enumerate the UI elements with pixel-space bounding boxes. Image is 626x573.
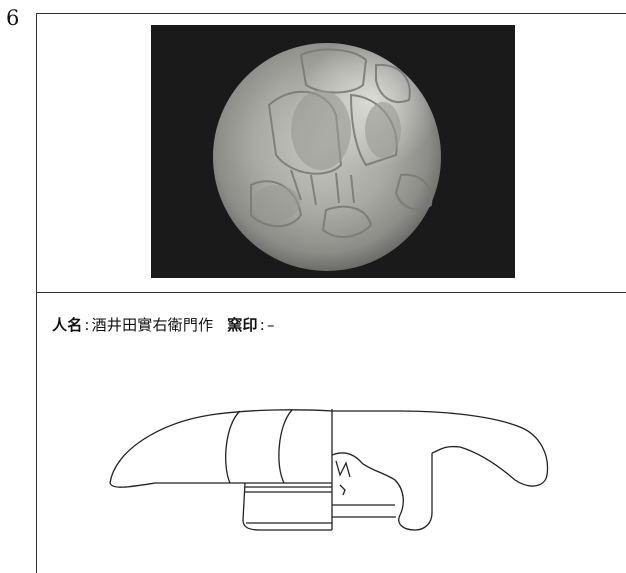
caption: 人名:酒井田實右衛門作窯印:– [52, 314, 275, 335]
lid-photo-image [151, 25, 515, 278]
figure-frame [36, 13, 626, 573]
kiln-mark-value: – [266, 316, 275, 334]
lid-inner-arc-1 [225, 410, 241, 484]
lid-photo [151, 25, 515, 278]
kiln-mark-label: 窯印 [227, 316, 258, 334]
lid-lower-edge-left [109, 482, 332, 488]
lid-outer-profile [109, 409, 549, 487]
section-divider [36, 292, 626, 293]
lid-inner-arc-2 [278, 409, 293, 484]
person-value: 酒井田實右衛門作 [91, 316, 214, 334]
page-number: 6 [6, 6, 20, 30]
lid-drawing [100, 395, 560, 549]
person-label: 人名 [52, 316, 83, 334]
lid-knob-section [331, 452, 433, 531]
lid-flange [242, 482, 332, 531]
kiln-mark-separator: : [259, 316, 265, 334]
lid-profile-drawing [109, 409, 549, 531]
person-separator: : [84, 316, 90, 334]
